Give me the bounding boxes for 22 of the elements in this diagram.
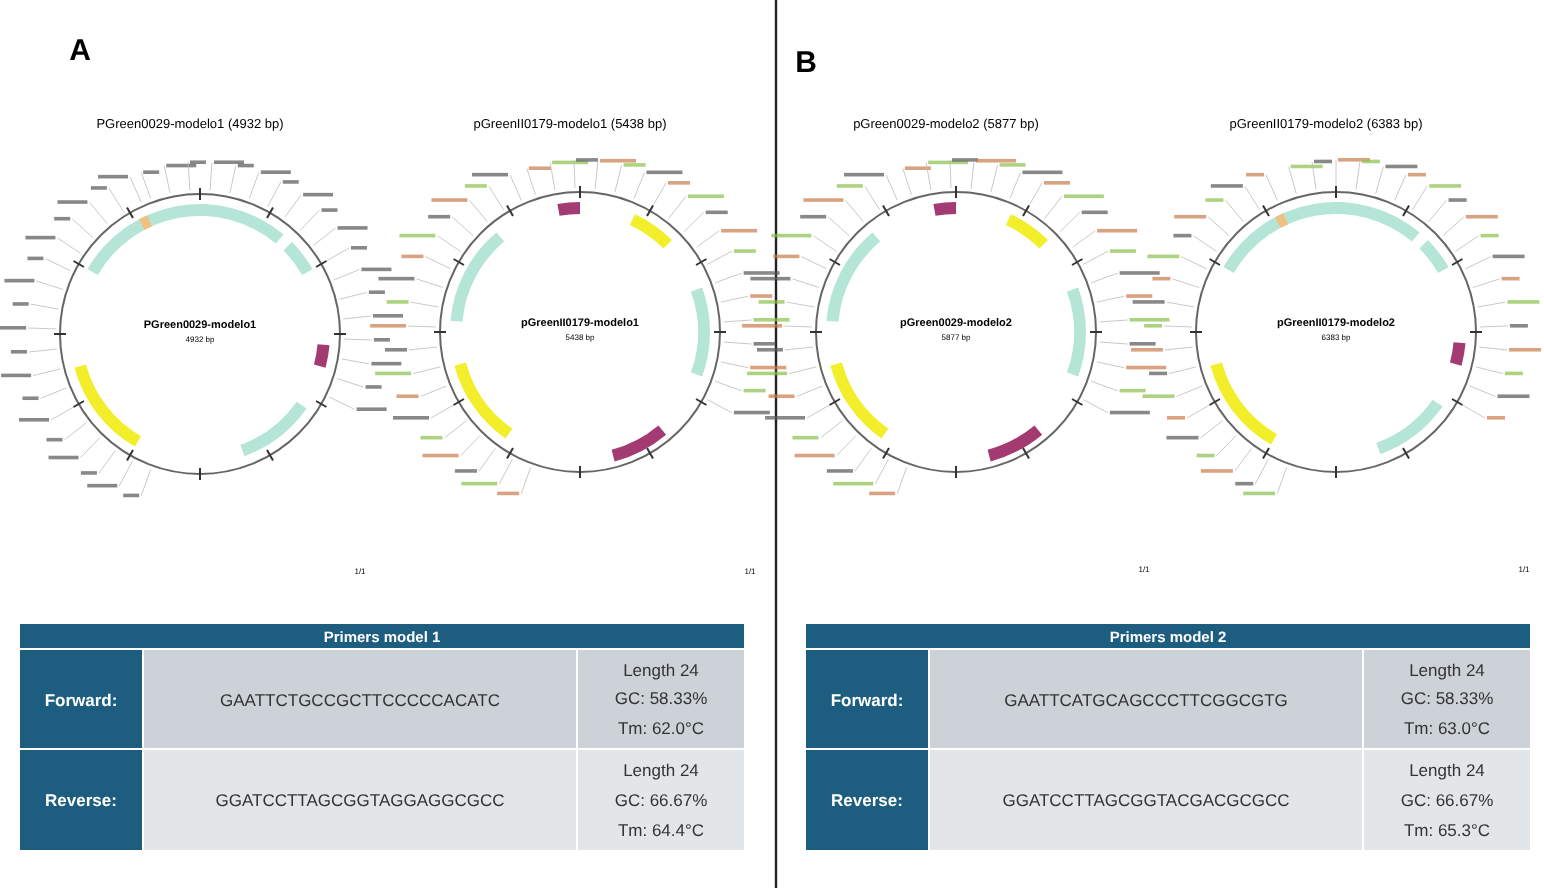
primer-property: GC: 58.33% <box>1400 688 1494 709</box>
primer-property: Length 24 <box>1409 760 1485 781</box>
primer-property: Tm: 64.4°C <box>617 819 705 840</box>
primer-direction: Forward: <box>806 650 928 748</box>
primer-property: GC: 66.67% <box>614 789 708 810</box>
primer-property: Length 24 <box>623 760 699 781</box>
primer-property: Length 24 <box>1409 660 1485 681</box>
primer-property: Tm: 63.0°C <box>1403 717 1491 738</box>
panel-letter: B <box>793 48 819 78</box>
primer-direction: Reverse: <box>20 750 142 850</box>
panel-letter: A <box>67 36 93 66</box>
primer-property: Length 24 <box>623 660 699 681</box>
primer-sequence: GAATTCTGCCGCTTCCCCCACATC <box>144 650 576 748</box>
primer-sequence: GGATCCTTAGCGGTACGACGCGCC <box>930 750 1362 850</box>
primer-property: GC: 58.33% <box>614 688 708 709</box>
primer-direction: Reverse: <box>806 750 928 850</box>
primer-property: Tm: 65.3°C <box>1403 819 1491 840</box>
primer-sequence: GGATCCTTAGCGGTAGGAGGCGCC <box>144 750 576 850</box>
primer-sequence: GAATTCATGCAGCCCTTCGGCGTG <box>930 650 1362 748</box>
primer-property: Tm: 62.0°C <box>617 717 705 738</box>
primer-direction: Forward: <box>20 650 142 748</box>
primer-property: GC: 66.67% <box>1400 789 1494 810</box>
